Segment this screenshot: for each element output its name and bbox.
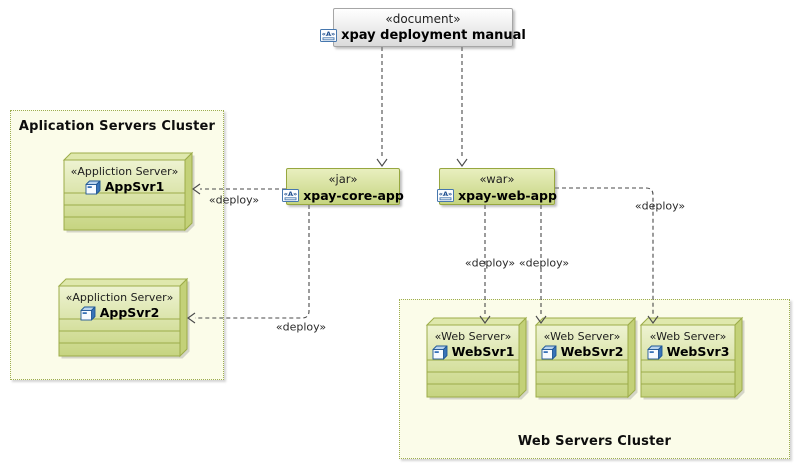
- node-shell-websvr1: [425, 316, 529, 400]
- arrowhead-doc-to-web: [456, 158, 468, 167]
- node-shell-appsvr2: [57, 277, 190, 359]
- document-stereotype: «document»: [385, 12, 461, 26]
- deploy-label-core-appsvr2: «deploy»: [275, 320, 327, 334]
- websvr1-stereotype: «Web Server»: [434, 330, 512, 343]
- node-shell-websvr3: [639, 316, 745, 400]
- document-node: «document» «A» xpay deployment manual: [320, 8, 526, 47]
- node-appsvr2: «Appliction Server» AppSvr2: [59, 286, 180, 321]
- websvr2-stereotype: «Web Server»: [543, 330, 621, 343]
- websvr2-name: WebSvr2: [560, 344, 624, 359]
- arrowhead-doc-to-core: [376, 158, 388, 167]
- websvr3-name: WebSvr3: [666, 344, 730, 359]
- arrowhead-web-to-websvr2: [535, 315, 547, 324]
- document-name: xpay deployment manual: [341, 28, 526, 43]
- node-cube-icon: [85, 180, 101, 195]
- node-cube-icon: [541, 345, 557, 360]
- web-cluster-title: Web Servers Cluster: [517, 434, 672, 449]
- node-cube-icon: [80, 306, 96, 321]
- application-cluster-title: Aplication Servers Cluster: [18, 119, 216, 134]
- deploy-label-core-appsvr1: «deploy»: [208, 193, 260, 207]
- artifact-icon: «A»: [437, 189, 455, 202]
- deploy-label-web-websvr2: «deploy»: [518, 256, 570, 270]
- websvr3-stereotype: «Web Server»: [649, 330, 727, 343]
- jar-stereotype: «jar»: [328, 172, 358, 186]
- deploy-label-web-websvr1: «deploy»: [464, 256, 516, 270]
- node-cube-icon: [647, 345, 663, 360]
- deploy-label-web-websvr3: «deploy»: [634, 199, 686, 213]
- appsvr1-stereotype: «Appliction Server»: [70, 165, 179, 178]
- edge-core-to-appsvr2: [195, 205, 310, 319]
- artifact-node-war: «war» «A» xpay-web-app: [437, 168, 557, 205]
- svg-text:«A»: «A»: [322, 30, 335, 38]
- appsvr2-stereotype: «Appliction Server»: [65, 291, 174, 304]
- jar-name: xpay-core-app: [303, 188, 404, 203]
- war-name: xpay-web-app: [458, 188, 557, 203]
- node-websvr3: «Web Server» WebSvr3: [641, 325, 735, 360]
- node-appsvr1: «Appliction Server» AppSvr1: [64, 160, 185, 195]
- appsvr1-name: AppSvr1: [104, 179, 165, 194]
- svg-text:«A»: «A»: [284, 190, 297, 198]
- appsvr2-name: AppSvr2: [99, 305, 160, 320]
- websvr1-name: WebSvr1: [451, 344, 515, 359]
- artifact-icon: «A»: [320, 29, 338, 42]
- artifact-icon: «A»: [282, 189, 300, 202]
- svg-text:«A»: «A»: [439, 190, 452, 198]
- arrowhead-web-to-websvr1: [479, 315, 491, 324]
- node-shell-appsvr1: [62, 151, 195, 233]
- artifact-node-jar: «jar» «A» xpay-core-app: [282, 168, 404, 205]
- war-stereotype: «war»: [479, 172, 515, 186]
- node-websvr2: «Web Server» WebSvr2: [536, 325, 628, 360]
- node-cube-icon: [432, 345, 448, 360]
- node-shell-websvr2: [534, 316, 638, 400]
- edge-web-to-websvr3: [555, 187, 654, 316]
- arrowhead-core-to-appsvr1: [192, 183, 201, 195]
- arrowhead-web-to-websvr3: [647, 315, 659, 324]
- node-websvr1: «Web Server» WebSvr1: [427, 325, 519, 360]
- arrowhead-core-to-appsvr2: [187, 312, 196, 324]
